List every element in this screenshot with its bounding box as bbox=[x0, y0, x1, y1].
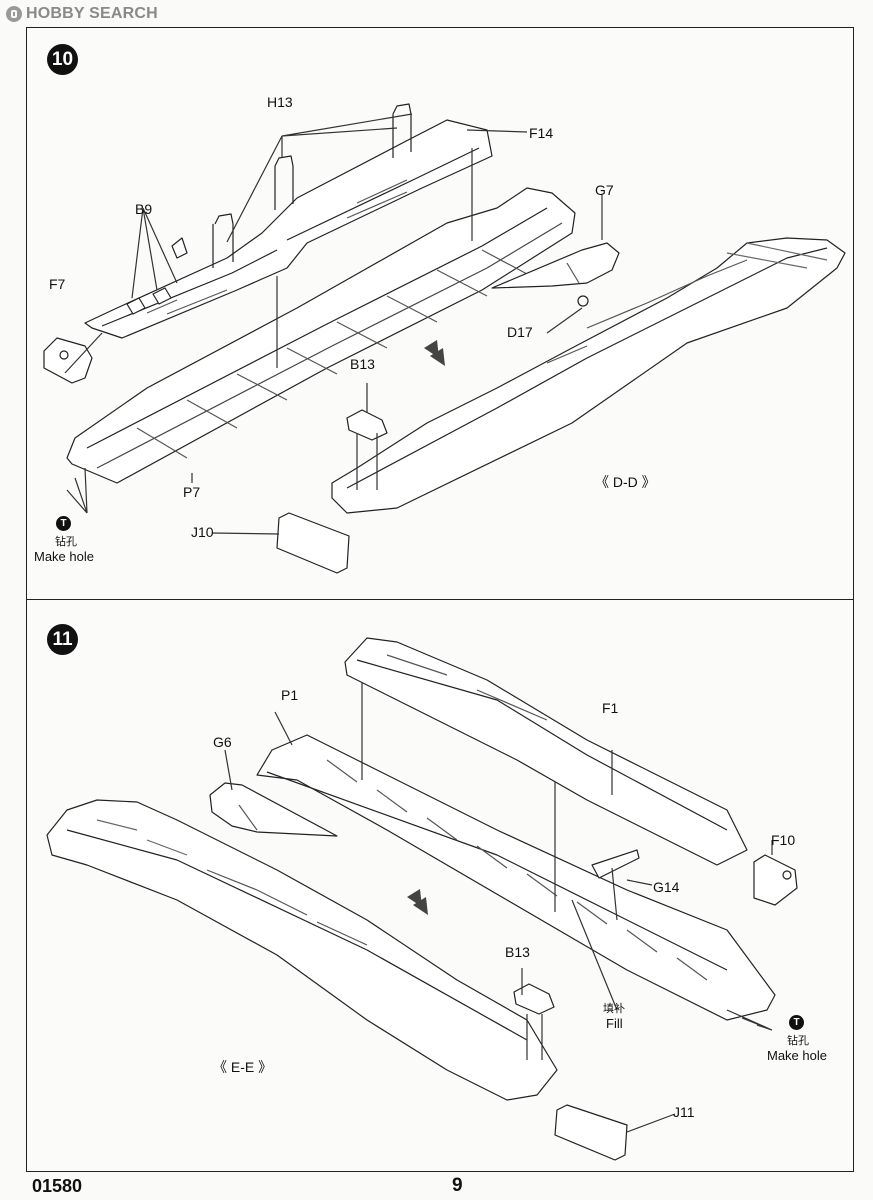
make-hole-cn: 钻孔 bbox=[787, 1034, 809, 1047]
step-11-drawing bbox=[46, 637, 798, 1161]
view-direction-arrow-icon bbox=[407, 889, 428, 915]
label-f14: F14 bbox=[529, 125, 554, 141]
fill-cn: 填补 bbox=[603, 1002, 625, 1015]
label-f10: F10 bbox=[771, 832, 796, 848]
watermark-text: HOBBY SEARCH bbox=[26, 5, 158, 22]
label-b13: B13 bbox=[350, 356, 375, 372]
label-d17: D17 bbox=[507, 324, 533, 340]
step-11-panel: 11 bbox=[26, 600, 854, 1172]
label-f1: F1 bbox=[602, 700, 619, 716]
label-f7: F7 bbox=[49, 276, 66, 292]
label-b13: B13 bbox=[505, 944, 530, 960]
make-hole-en: Make hole bbox=[34, 549, 94, 564]
step-10-panel: 10 bbox=[26, 27, 854, 600]
label-g14: G14 bbox=[653, 879, 680, 895]
view-direction-arrow-icon bbox=[424, 340, 445, 366]
step-number-10: 10 bbox=[47, 44, 78, 75]
page-number: 9 bbox=[452, 1175, 463, 1196]
label-j11: J11 bbox=[673, 1104, 695, 1120]
watermark: HOBBY SEARCH bbox=[6, 4, 158, 24]
label-g7: G7 bbox=[595, 182, 614, 198]
view-label-ee: 《 E-E 》 bbox=[213, 1059, 273, 1075]
step-number-11: 11 bbox=[47, 624, 78, 655]
label-p1: P1 bbox=[281, 687, 299, 703]
make-hole-badge: T bbox=[789, 1015, 804, 1030]
label-p7: P7 bbox=[183, 484, 201, 500]
make-hole-badge: T bbox=[56, 516, 71, 531]
label-h13: H13 bbox=[267, 94, 293, 110]
fill-en: Fill bbox=[606, 1016, 623, 1031]
label-b9: B9 bbox=[135, 201, 153, 217]
product-code: 01580 bbox=[32, 1176, 83, 1196]
make-hole-en: Make hole bbox=[767, 1048, 827, 1063]
label-g6: G6 bbox=[213, 734, 232, 750]
view-label-dd: 《 D-D 》 bbox=[595, 474, 656, 490]
label-j10: J10 bbox=[191, 524, 214, 540]
hobbysearch-logo-icon bbox=[6, 6, 22, 22]
make-hole-cn: 钻孔 bbox=[55, 535, 77, 548]
step-10-drawing bbox=[43, 103, 846, 574]
